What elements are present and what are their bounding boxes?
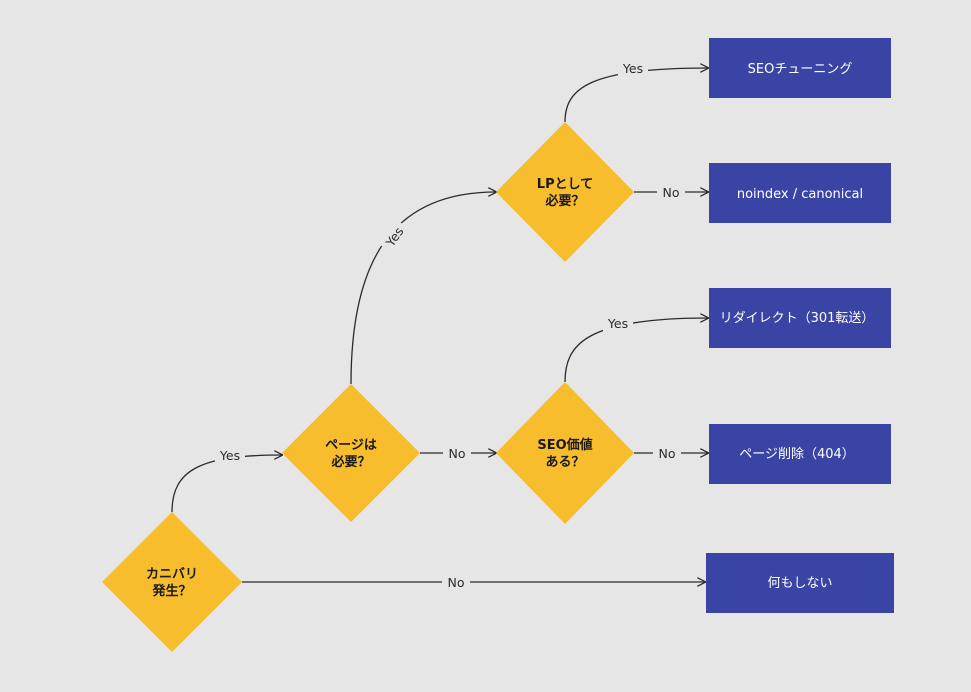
svg-text:No: No xyxy=(659,446,676,461)
svg-text:何もしない: 何もしない xyxy=(767,575,832,591)
svg-text:SEO価値: SEO価値 xyxy=(537,437,592,453)
svg-text:No: No xyxy=(663,185,680,200)
svg-text:Yes: Yes xyxy=(622,61,643,76)
decision-lp-needed: LPとして 必要？ xyxy=(496,122,634,262)
edge-cannibal-yes xyxy=(171,455,282,513)
svg-text:noindex / canonical: noindex / canonical xyxy=(737,187,863,202)
label-page-yes: Yes xyxy=(379,219,411,254)
svg-text:ページ削除（404）: ページ削除（404） xyxy=(739,447,855,462)
decision-seo-value: SEO価値 ある？ xyxy=(496,382,634,524)
svg-text:リダイレクト（301転送）: リダイレクト（301転送） xyxy=(720,311,875,326)
svg-text:必要？: 必要？ xyxy=(544,193,584,209)
edge-lp-yes xyxy=(564,68,708,123)
svg-text:No: No xyxy=(448,575,465,590)
label-cannibal-yes: Yes xyxy=(215,447,245,464)
svg-text:SEOチューニング: SEOチューニング xyxy=(748,62,853,77)
svg-text:ページは: ページは xyxy=(325,438,377,453)
label-page-no: No xyxy=(443,445,471,462)
label-seo-no: No xyxy=(653,445,681,462)
edge-page-yes xyxy=(350,192,496,385)
outcome-redirect: リダイレクト（301転送） xyxy=(709,288,891,348)
label-lp-yes: Yes xyxy=(618,60,648,77)
outcome-seo-tuning: SEOチューニング xyxy=(709,38,891,98)
svg-text:LPとして: LPとして xyxy=(537,177,593,192)
label-lp-no: No xyxy=(657,184,685,201)
decision-page-needed: ページは 必要？ xyxy=(282,384,420,522)
svg-text:Yes: Yes xyxy=(219,448,240,463)
svg-text:発生？: 発生？ xyxy=(151,583,191,599)
outcome-delete: ページ削除（404） xyxy=(709,424,891,484)
edge-labels: Yes No Yes No Yes No Yes No xyxy=(215,60,685,591)
svg-text:必要？: 必要？ xyxy=(330,454,370,470)
svg-text:No: No xyxy=(449,446,466,461)
svg-text:ある？: ある？ xyxy=(545,455,584,470)
decision-cannibal: カニバリ 発生？ xyxy=(102,512,242,652)
label-cannibal-no: No xyxy=(442,574,470,591)
label-seo-yes: Yes xyxy=(603,315,633,332)
svg-text:Yes: Yes xyxy=(607,316,628,331)
edge-seo-yes xyxy=(564,318,708,383)
svg-text:カニバリ: カニバリ xyxy=(146,567,198,582)
outcome-noindex: noindex / canonical xyxy=(709,163,891,223)
outcome-nothing: 何もしない xyxy=(706,553,894,613)
